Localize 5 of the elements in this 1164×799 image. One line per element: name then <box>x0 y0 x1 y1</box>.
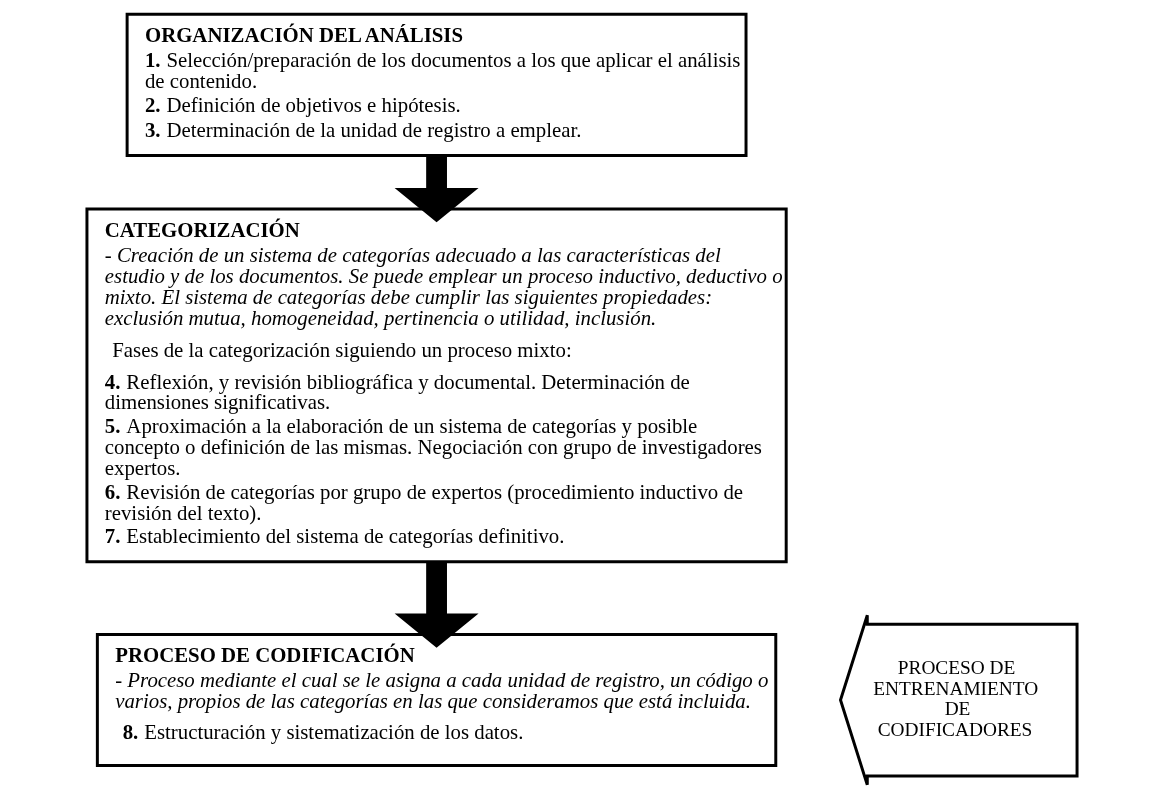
node-box: CATEGORIZACIÓN - Creación de un sistema de categorías adecuado a las características del estudio y de los documentos. Se puede emplear un proceso inductivo, deductivo o mixto. El sistema de categorías debe cumplir las siguientes propiedades: exclusión mutua, homogeneidad, pertinencia o utilidad, inclusión. Fases de la categorización siguiendo un proceso mixto: 4. Reflexión, y revisión bibliográfica y documental. Determinación de dimensiones significativas. 5. Aproximación a la elaboración de un sistema de categorías y posible concepto o definición de las mismas. Negociación con grupo de investigadores expertos. 6. Revisión de categorías por grupo de expertos (procedimiento inductivo de revisión del texto). 7. Establecimiento del sistema de categorías definitivo. <box>85 207 788 564</box>
node-box: ORGANIZACIÓN DEL ANÁLISIS 1. Selección/preparación de los documentos a los que aplicar el análisis de contenido. 2. Definición de objetivos e hipótesis. 3. Determinación de la unidad de registro a emplear. <box>125 12 748 157</box>
node-box: PROCESO DE CODIFICACIÓN - Proceso mediante el cual se le asigna a cada unidad de registro, un código o varios, propios de las categorías en las que consideramos que está incluida. 8. Estructuración y sistematización de los datos. <box>95 633 778 767</box>
arrow <box>394 155 479 223</box>
arrow <box>394 561 479 648</box>
